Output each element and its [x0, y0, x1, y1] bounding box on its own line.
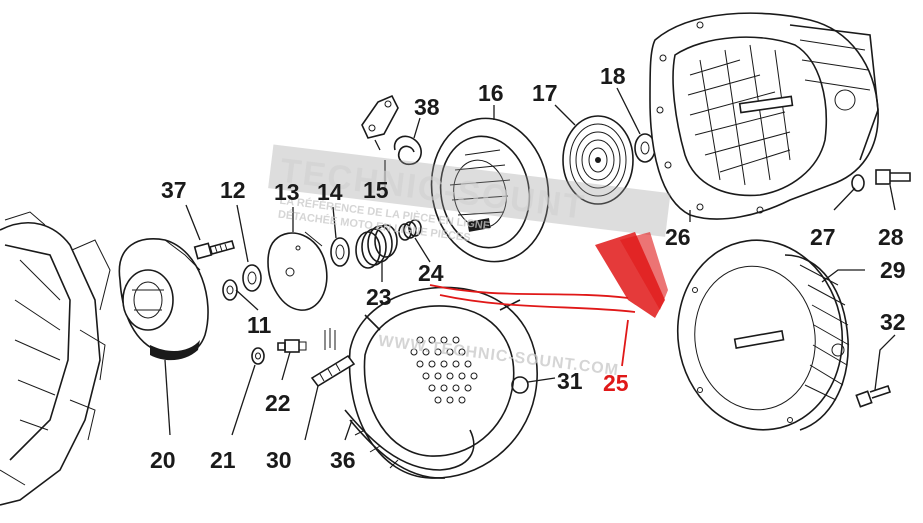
part-20-rotor — [118, 238, 209, 361]
label-25: 25 — [603, 370, 629, 396]
label-29: 29 — [880, 257, 906, 283]
label-30: 30 — [266, 447, 292, 473]
part-25-highlighted — [429, 232, 668, 367]
label-23: 23 — [366, 284, 392, 310]
label-20: 20 — [150, 447, 176, 473]
crankcase-housing — [0, 211, 111, 506]
part-17-recoil-spring — [562, 115, 634, 205]
label-15: 15 — [363, 177, 389, 203]
label-22: 22 — [265, 390, 291, 416]
part-36-cable — [344, 409, 475, 479]
leader-lines — [164, 87, 896, 441]
part-labels: 37 12 13 14 15 38 16 17 18 11 23 24 26 2… — [150, 63, 906, 473]
label-36: 36 — [330, 447, 356, 473]
part-24-small-spring — [398, 219, 422, 241]
part-16-starter-pulley — [430, 117, 550, 263]
label-27: 27 — [810, 224, 836, 250]
part-14-ring — [330, 237, 350, 267]
part-11-washer — [222, 279, 238, 301]
part-12-washer — [242, 264, 262, 292]
label-17: 17 — [532, 80, 558, 106]
part-31-intake-screen — [348, 286, 538, 479]
part-28-bolt — [875, 169, 911, 185]
part-27-washer — [851, 174, 865, 192]
part-38-clip — [393, 135, 422, 166]
label-24: 24 — [418, 260, 444, 286]
part-21-washer — [251, 347, 265, 365]
part-15-bracket — [361, 94, 399, 139]
label-38: 38 — [414, 94, 440, 120]
label-37: 37 — [161, 177, 187, 203]
part-30-pin — [310, 328, 356, 388]
label-21: 21 — [210, 447, 236, 473]
part-29-cover — [676, 239, 850, 431]
label-32: 32 — [880, 309, 906, 335]
label-26: 26 — [665, 224, 691, 250]
part-13-cam-plate — [267, 231, 328, 311]
part-37-bolt — [193, 240, 235, 260]
label-28: 28 — [878, 224, 904, 250]
label-11: 11 — [247, 312, 272, 338]
label-14: 14 — [317, 179, 343, 205]
label-31: 31 — [557, 368, 583, 394]
label-12: 12 — [220, 177, 246, 203]
label-18: 18 — [600, 63, 626, 89]
part-32-bolt — [855, 384, 892, 408]
label-13: 13 — [274, 179, 300, 205]
part-22-screw — [277, 339, 307, 353]
part-26-fan-housing — [649, 12, 879, 220]
label-16: 16 — [478, 80, 504, 106]
part-23-spring — [355, 224, 398, 269]
